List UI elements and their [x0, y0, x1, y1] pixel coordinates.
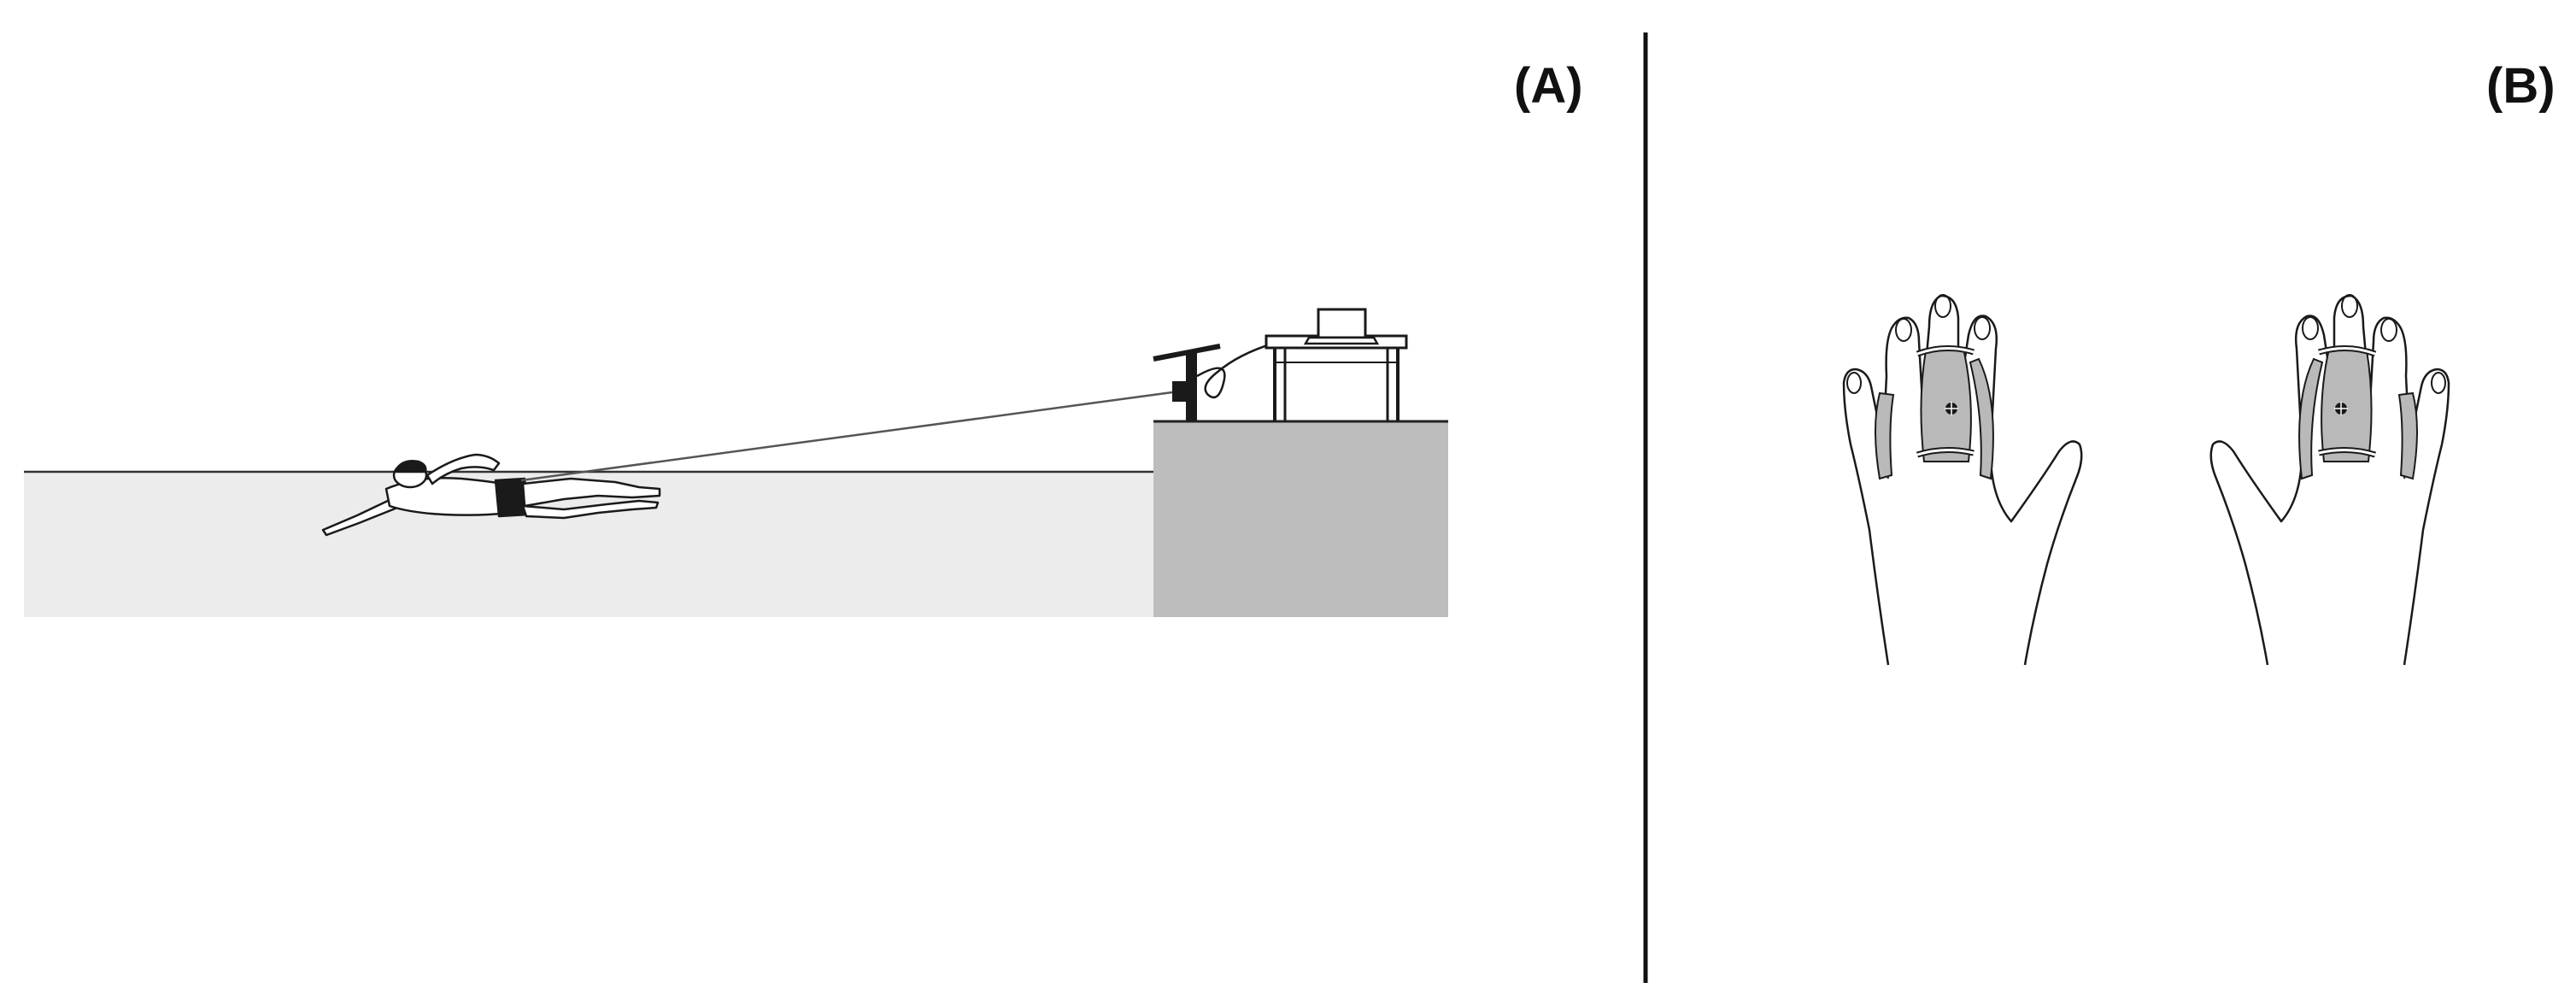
panel-label-b: (B) [2486, 58, 2555, 114]
right-hand-paddle-icon [2211, 295, 2449, 665]
panel-label-a: (A) [1514, 58, 1583, 114]
left-hand-paddle-icon [1844, 295, 2081, 665]
swimmer-icon [321, 453, 661, 537]
pool-deck [1153, 421, 1448, 617]
laptop-icon [1303, 308, 1380, 345]
table-icon [1265, 334, 1408, 421]
tether-cable [520, 391, 1173, 482]
panel-a-illustration [24, 308, 1448, 617]
load-cell-icon [1153, 342, 1274, 421]
